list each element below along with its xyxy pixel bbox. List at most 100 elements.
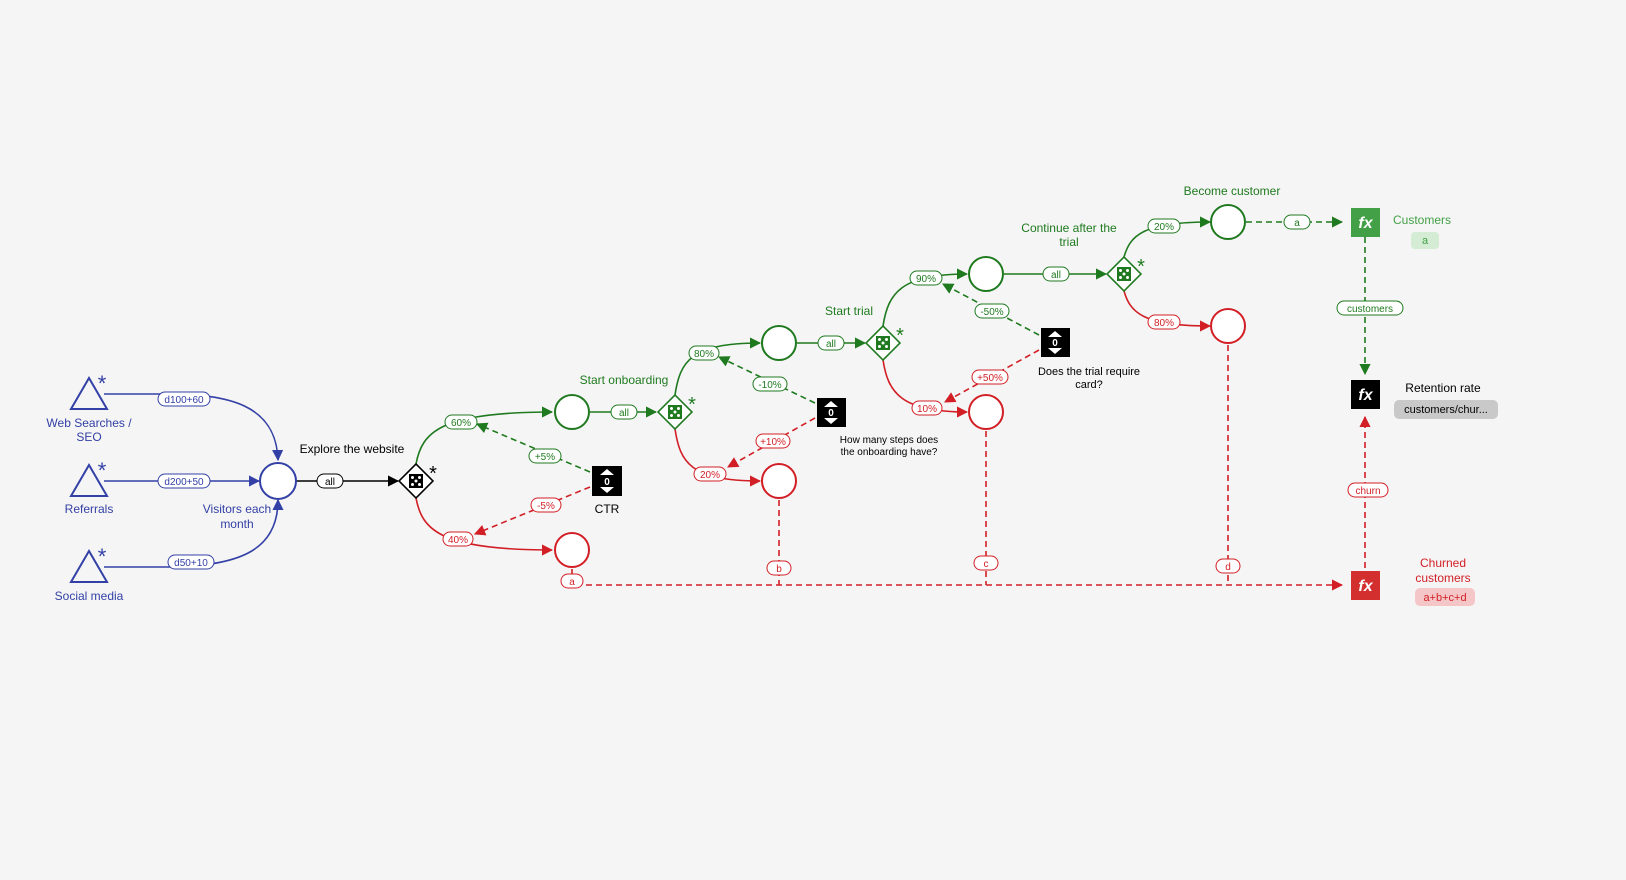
svg-text:a: a xyxy=(1294,218,1300,229)
flow-gate3-green[interactable] xyxy=(882,268,969,327)
flow-gate3-red[interactable] xyxy=(882,359,969,418)
flow-gate2-red[interactable] xyxy=(674,428,762,487)
label-t-all: all xyxy=(817,335,845,351)
source-label: Web Searches / xyxy=(46,416,132,430)
register-ctr[interactable]: 0 CTR xyxy=(592,466,622,516)
gate-onboarding-label: Start onboarding xyxy=(580,373,669,387)
gate-explore-label: Explore the website xyxy=(300,442,405,456)
svg-text:80%: 80% xyxy=(1154,318,1174,329)
formula-retention-badge-text: customers/chur... xyxy=(1404,404,1488,416)
label-r1: 40% xyxy=(442,531,474,547)
svg-text:c: c xyxy=(984,559,989,570)
svg-text:40%: 40% xyxy=(448,535,468,546)
label-wire-d: d xyxy=(1215,558,1241,574)
svg-text:80%: 80% xyxy=(694,349,714,360)
label-r2: 20% xyxy=(693,466,727,482)
gate-continue[interactable]: * xyxy=(1105,255,1145,293)
label-wire-a: a xyxy=(560,573,584,589)
dice-gate-icon xyxy=(876,336,890,350)
trigger-asterisk-icon: * xyxy=(896,325,904,347)
formulas: fx Customers a fx Retention rate custome… xyxy=(1351,208,1498,606)
svg-text:churn: churn xyxy=(1355,486,1380,497)
register-steps-value: 0 xyxy=(828,408,834,419)
pools: Visitors each month xyxy=(203,204,1246,568)
label-ctr-up: +5% xyxy=(528,448,562,464)
label-r3: 10% xyxy=(911,400,943,416)
pool-churn-after-trial[interactable] xyxy=(1210,308,1246,344)
svg-text:+5%: +5% xyxy=(535,452,555,463)
trigger-asterisk-icon: * xyxy=(429,463,437,485)
svg-text:-10%: -10% xyxy=(758,380,781,391)
label-wire-churn: churn xyxy=(1347,482,1389,498)
svg-text:+10%: +10% xyxy=(760,437,786,448)
svg-text:-5%: -5% xyxy=(537,501,555,512)
pool-onboarding-green[interactable] xyxy=(761,325,797,361)
label-g3: 90% xyxy=(909,270,943,286)
fx-icon: fx xyxy=(1358,387,1373,404)
label-card-down: +50% xyxy=(971,369,1009,385)
svg-text:+50%: +50% xyxy=(977,373,1003,384)
svg-text:d100+60: d100+60 xyxy=(164,395,204,406)
formula-retention-badge xyxy=(1394,400,1498,419)
pool-visitors[interactable] xyxy=(259,462,297,500)
svg-text:d50+10: d50+10 xyxy=(174,558,208,569)
register-card[interactable]: 0 Does the trial require card? xyxy=(1038,328,1140,391)
pool-onboarding-red[interactable] xyxy=(761,463,797,499)
svg-text:20%: 20% xyxy=(700,470,720,481)
mod-ctr-up[interactable] xyxy=(475,422,591,473)
sources: * Web Searches / SEO * Referrals * Socia… xyxy=(46,371,132,603)
register-ctr-label: CTR xyxy=(595,502,620,516)
label-wire-b: b xyxy=(766,560,792,576)
source-social[interactable]: * Social media xyxy=(55,544,124,603)
formula-churned-label: Churned xyxy=(1420,556,1466,570)
label-referrals: d200+50 xyxy=(157,473,211,489)
label-g2: 80% xyxy=(688,345,720,361)
label-visitors-all: all xyxy=(316,473,344,489)
formula-churned-label: customers xyxy=(1415,571,1470,585)
gate-trial-label: Start trial xyxy=(825,304,873,318)
mod-steps-down[interactable] xyxy=(727,417,816,468)
formula-retention-label: Retention rate xyxy=(1405,381,1481,395)
svg-text:all: all xyxy=(826,339,836,350)
register-steps[interactable]: 0 How many steps does the onboarding hav… xyxy=(817,398,938,458)
svg-text:d200+50: d200+50 xyxy=(164,477,204,488)
formula-customers[interactable]: fx Customers a xyxy=(1351,208,1451,249)
source-label: SEO xyxy=(76,430,101,444)
registers: 0 CTR 0 How many steps does the onboardi… xyxy=(592,328,1140,516)
flow-gate4-red[interactable] xyxy=(1123,290,1212,332)
flow-explore-green[interactable] xyxy=(415,406,554,465)
pool-trial-green[interactable] xyxy=(968,256,1004,292)
register-ctr-value: 0 xyxy=(604,477,610,488)
trigger-asterisk-icon: * xyxy=(1137,256,1145,278)
source-seo[interactable]: * Web Searches / SEO xyxy=(46,371,132,444)
flow-gate4-green[interactable] xyxy=(1123,216,1212,258)
register-card-value: 0 xyxy=(1052,338,1058,349)
updown-register-icon xyxy=(824,401,838,407)
svg-text:-50%: -50% xyxy=(980,307,1003,318)
gate-onboarding[interactable]: * xyxy=(656,393,696,431)
formula-churned[interactable]: fx Churned customers a+b+c+d xyxy=(1351,556,1475,606)
triangle-source-icon xyxy=(69,376,109,410)
register-steps-label: How many steps does xyxy=(840,435,938,446)
formula-retention[interactable]: fx Retention rate customers/chur... xyxy=(1351,380,1498,419)
source-referrals[interactable]: * Referrals xyxy=(65,458,114,516)
pool-explore-green[interactable] xyxy=(554,394,590,430)
formula-churned-badge-text: a+b+c+d xyxy=(1423,592,1466,604)
gate-trial[interactable]: * xyxy=(864,324,904,362)
gate-explore[interactable]: * xyxy=(397,462,437,500)
label-social: d50+10 xyxy=(167,554,215,570)
pool-trial-red[interactable] xyxy=(968,394,1004,430)
dice-gate-icon xyxy=(1117,267,1131,281)
mod-ctr-down[interactable] xyxy=(473,486,591,536)
label-seo: d100+60 xyxy=(157,391,211,407)
label-card-up: -50% xyxy=(974,303,1010,319)
pool-explore-red[interactable] xyxy=(554,532,590,568)
fx-icon: fx xyxy=(1358,578,1373,595)
triangle-source-icon xyxy=(69,549,109,583)
gate-continue-label: trial xyxy=(1059,235,1078,249)
trigger-asterisk-icon: * xyxy=(98,544,107,569)
label-g4: 20% xyxy=(1147,218,1181,234)
label-ctr-down: -5% xyxy=(530,497,562,513)
source-label: Social media xyxy=(55,589,124,603)
pool-customer[interactable] xyxy=(1210,204,1246,240)
